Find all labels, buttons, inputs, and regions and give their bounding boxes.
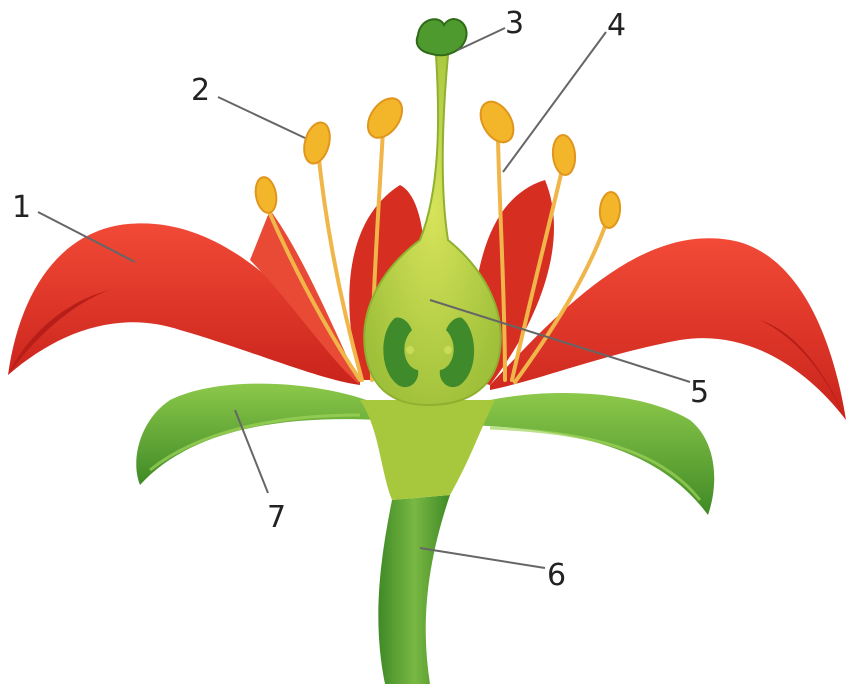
stem <box>378 495 450 684</box>
callout-5: 5 <box>690 375 709 410</box>
callout-2: 2 <box>191 73 210 108</box>
callout-7: 7 <box>267 500 286 535</box>
callout-3: 3 <box>505 6 524 41</box>
callout-1: 1 <box>12 190 31 225</box>
leader-line-2 <box>218 97 305 138</box>
callout-4: 4 <box>607 8 626 43</box>
callout-6: 6 <box>547 558 566 593</box>
leader-line-6 <box>420 548 545 568</box>
receptacle <box>360 400 495 500</box>
